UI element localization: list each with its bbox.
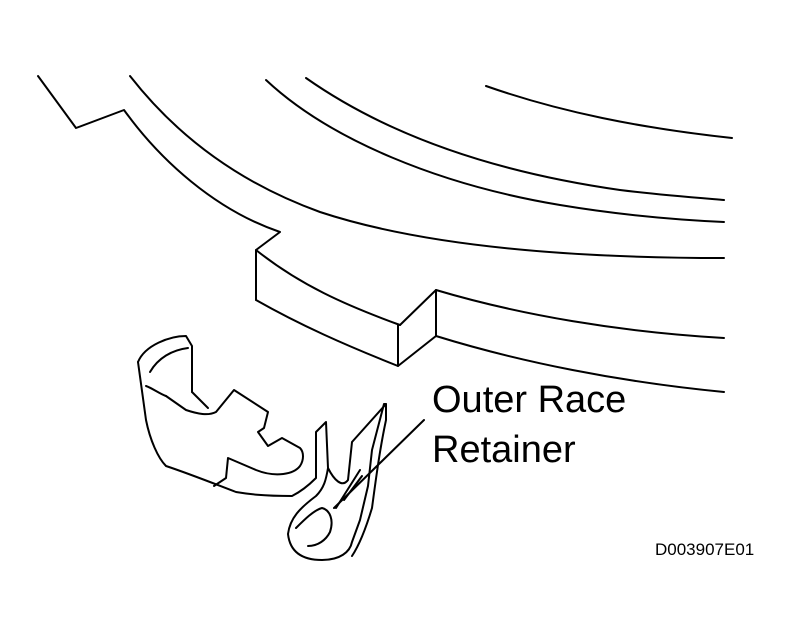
callout-label-line2: Retainer [432, 429, 576, 471]
outer-race-ring [37, 75, 733, 393]
ring-front-bottom [255, 299, 399, 367]
callout-label-line1: Outer Race [432, 379, 627, 421]
ring-arc-5 [485, 85, 733, 139]
figure-id: D003907E01 [655, 540, 755, 559]
clip-spring-inner [295, 507, 333, 547]
ring-arc-3 [265, 79, 725, 223]
clip-inner-fold [145, 385, 209, 409]
ring-lower-arc-1 [435, 289, 725, 339]
clip-spring-leg [327, 403, 387, 485]
clip-body-outline [137, 361, 387, 561]
outer-race-retainer-clip [137, 335, 387, 561]
ring-lower-arc-2 [435, 335, 725, 393]
clip-head-inner [149, 347, 189, 373]
ring-outer-edge [37, 75, 281, 301]
clip-tab-front [165, 389, 304, 487]
clip-head [137, 335, 193, 393]
ring-front-top [255, 249, 401, 326]
ring-arc-2 [129, 75, 725, 259]
callout-leader-line [333, 419, 425, 509]
ring-slot [397, 289, 437, 367]
ring-arc-4 [305, 77, 725, 201]
